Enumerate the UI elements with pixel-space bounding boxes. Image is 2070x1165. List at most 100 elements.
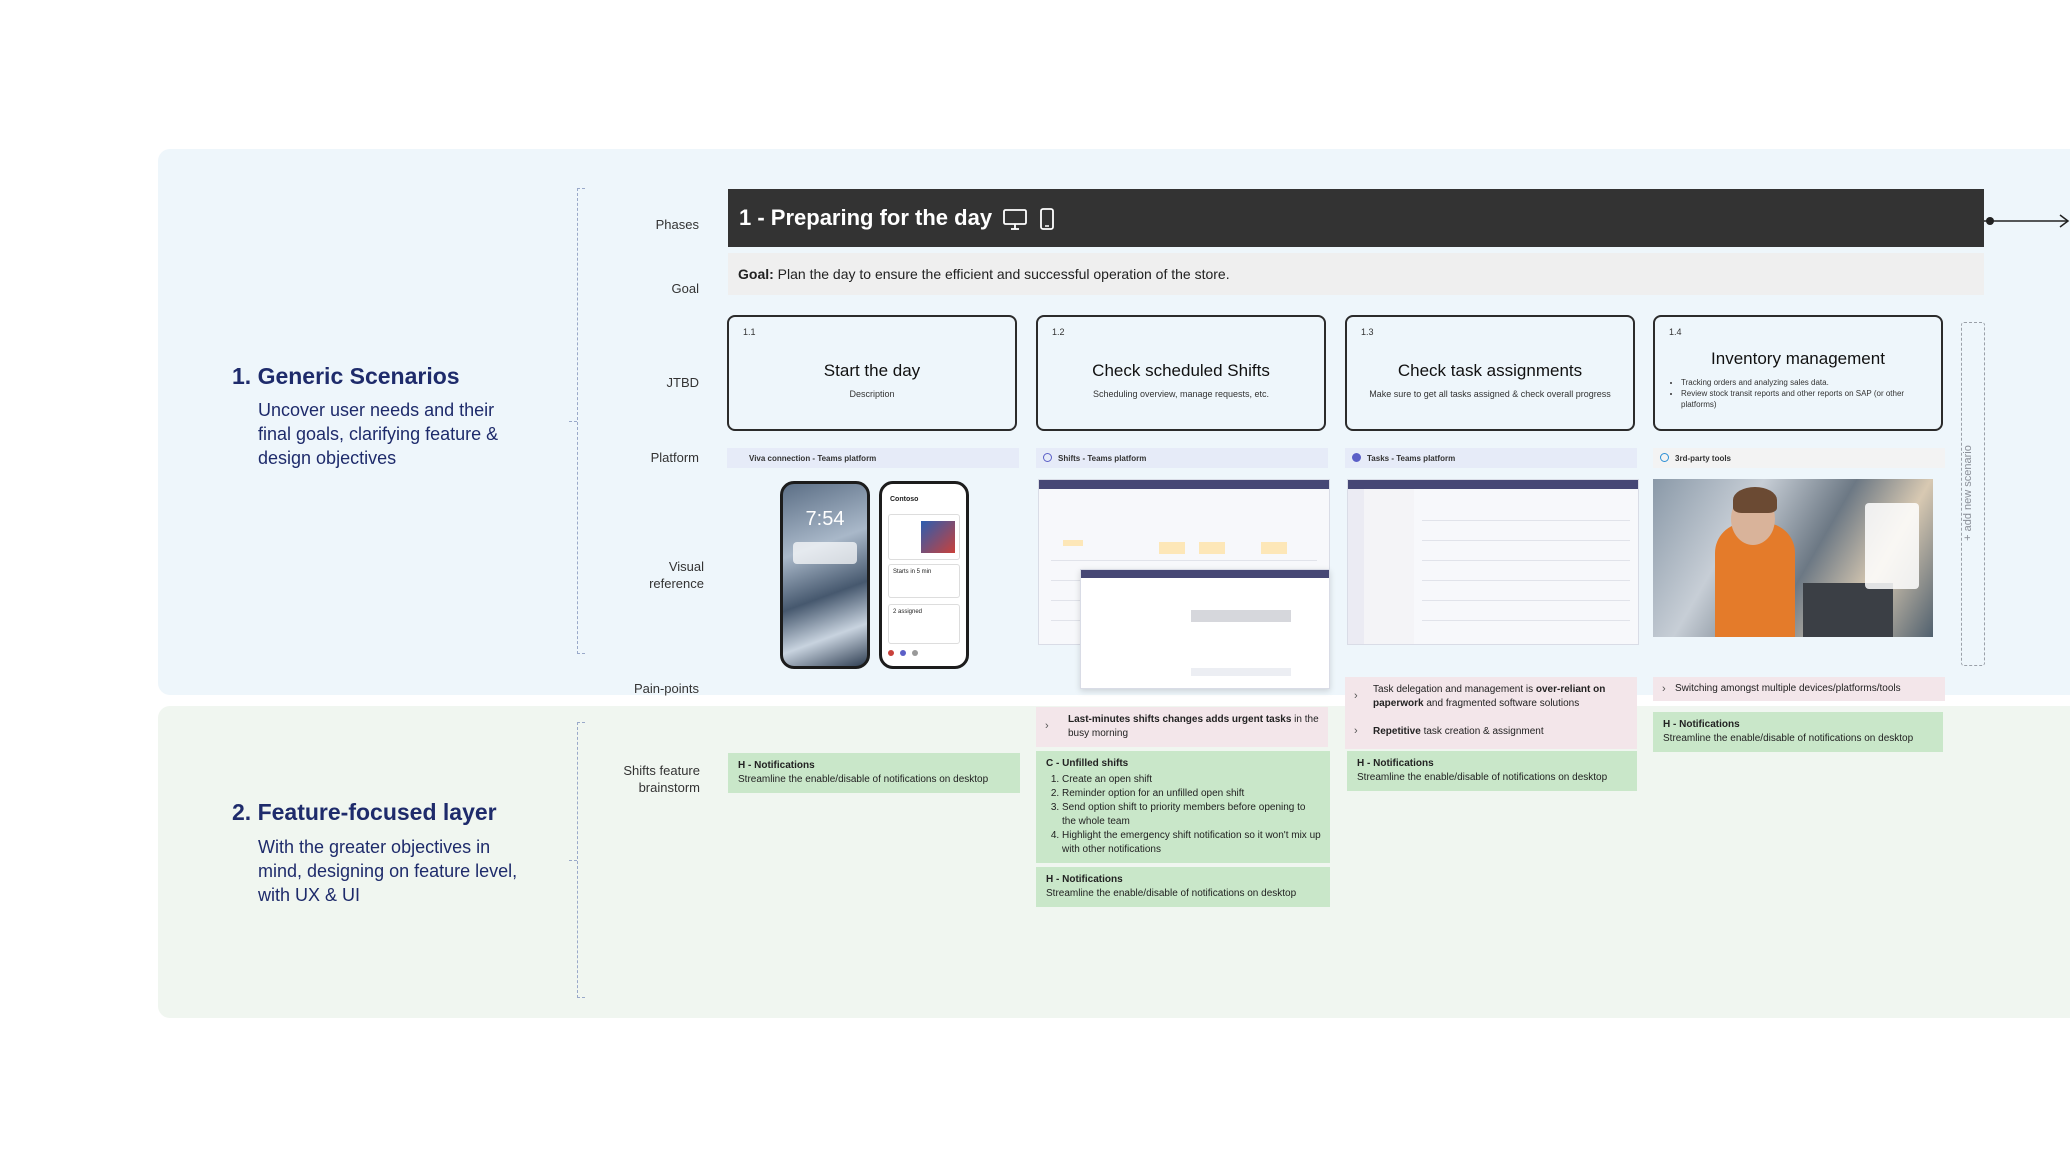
- platform-tag-tasks: Tasks - Teams platform: [1345, 448, 1637, 468]
- layer-2-description: With the greater objectives in mind, des…: [258, 837, 518, 905]
- feature-notifications-col2: H - Notifications Streamline the enable/…: [1036, 867, 1330, 907]
- feature-notifications-col4: H - Notifications Streamline the enable/…: [1653, 712, 1943, 752]
- pain-point-text: task creation & assignment: [1420, 726, 1544, 737]
- row-label-visual: Visual reference: [649, 559, 704, 591]
- tasks-screenshot: [1347, 479, 1639, 645]
- layer-1-number: 1.: [232, 363, 252, 389]
- phone-card: [888, 514, 960, 560]
- row-label-shifts: Shifts feature brainstorm: [623, 763, 700, 795]
- goal-text: Plan the day to ensure the efficient and…: [777, 266, 1230, 282]
- row-label-phases: Phases: [655, 217, 699, 232]
- phone-card: 2 assigned: [888, 604, 960, 644]
- feature-title: H - Notifications: [738, 760, 815, 771]
- feature-text: Streamline the enable/disable of notific…: [1357, 772, 1608, 783]
- phone-lockscreen-image: 7:54: [780, 481, 870, 669]
- platform-tag-shifts: Shifts - Teams platform: [1036, 448, 1328, 468]
- pain-point-shifts: › Last-minutes shifts changes adds urgen…: [1036, 707, 1328, 747]
- list-item: Reminder option for an unfilled open shi…: [1062, 787, 1322, 801]
- jtbd-card-check-tasks[interactable]: 1.3 Check task assignments Make sure to …: [1345, 315, 1635, 431]
- jtbd-title: Inventory management: [1711, 349, 1885, 368]
- feature-title: H - Notifications: [1046, 874, 1123, 885]
- pain-point-tasks: › Task delegation and management is over…: [1345, 677, 1637, 749]
- list-item: Create an open shift: [1062, 773, 1322, 787]
- unfilled-shifts-list: Create an open shift Reminder option for…: [1046, 773, 1322, 857]
- pain-point-third-party: › Switching amongst multiple devices/pla…: [1653, 677, 1945, 701]
- pain-point-bold: Last-minutes shifts changes adds urgent …: [1068, 714, 1292, 725]
- jtbd-bullet: Review stock transit reports and other r…: [1681, 388, 1933, 410]
- feature-text: Streamline the enable/disable of notific…: [1046, 888, 1297, 899]
- row-label-pain: Pain-points: [633, 681, 699, 696]
- goal-label: Goal:: [738, 266, 774, 282]
- row-label-jtbd: JTBD: [666, 375, 700, 390]
- layer-1-title: 1. Generic Scenarios: [232, 363, 460, 390]
- phone-app-name: Contoso: [890, 496, 919, 503]
- desktop-icon: [1003, 209, 1027, 230]
- pain-point-text: Switching amongst multiple devices/platf…: [1675, 683, 1901, 694]
- phone-card-text: Starts in 5 min: [893, 569, 932, 575]
- jtbd-title: Check task assignments: [1397, 361, 1583, 380]
- add-new-scenario-button[interactable]: + add new scenario: [1961, 322, 1985, 666]
- tasks-app-icon: [1352, 453, 1361, 462]
- layer-2-title: 2. Feature-focused layer: [232, 799, 497, 826]
- jtbd-card-start-the-day[interactable]: 1.1 Start the day Description: [727, 315, 1017, 431]
- jtbd-description: Scheduling overview, manage requests, et…: [1092, 389, 1270, 399]
- feature-notifications-col3: H - Notifications Streamline the enable/…: [1347, 751, 1637, 791]
- jtbd-description: Make sure to get all tasks assigned & ch…: [1369, 389, 1611, 399]
- warehouse-worker-photo: [1653, 479, 1933, 637]
- phase-connector-arrow: [1984, 214, 2070, 228]
- platform-label: 3rd-party tools: [1675, 454, 1732, 463]
- phase-title: 1 - Preparing for the day: [739, 205, 993, 230]
- phone-time: 7:54: [805, 508, 845, 530]
- jtbd-bullet: Tracking orders and analyzing sales data…: [1681, 377, 1933, 388]
- jtbd-number: 1.4: [1669, 327, 1682, 337]
- phone-card-text: 2 assigned: [893, 609, 923, 615]
- feature-text: Streamline the enable/disable of notific…: [1663, 733, 1914, 744]
- feature-title: H - Notifications: [1357, 758, 1434, 769]
- third-party-icon: [1660, 453, 1669, 462]
- platform-label: Shifts - Teams platform: [1058, 454, 1147, 463]
- pain-point-text: Task delegation and management is: [1373, 684, 1536, 695]
- pain-point-bold: over-reliant on paperwork: [1373, 684, 1606, 709]
- phone-card: Starts in 5 min: [888, 564, 960, 598]
- platform-tag-viva: Viva connection - Teams platform: [727, 448, 1019, 468]
- pain-point-text: in the busy morning: [1068, 714, 1319, 739]
- pain-point-text: and fragmented software solutions: [1423, 698, 1580, 709]
- jtbd-description: Description: [849, 389, 895, 399]
- jtbd-bullets: Tracking orders and analyzing sales data…: [1667, 377, 1933, 410]
- layer-2-title-text: Feature-focused layer: [257, 799, 497, 825]
- shifts-dialog-screenshot: [1080, 569, 1330, 689]
- feature-title: C - Unfilled shifts: [1046, 758, 1129, 769]
- feature-notifications-col1: H - Notifications Streamline the enable/…: [728, 753, 1020, 793]
- jtbd-number: 1.3: [1361, 327, 1374, 337]
- pain-point-bold: Repetitive: [1373, 726, 1421, 737]
- jtbd-number: 1.1: [743, 327, 756, 337]
- jtbd-card-check-shifts[interactable]: 1.2 Check scheduled Shifts Scheduling ov…: [1036, 315, 1326, 431]
- list-item: Highlight the emergency shift notificati…: [1062, 829, 1322, 857]
- platform-label: Tasks - Teams platform: [1367, 454, 1456, 463]
- phone-tabbar: [888, 650, 960, 658]
- list-item: Send option shift to priority members be…: [1062, 801, 1322, 829]
- jtbd-number: 1.2: [1052, 327, 1065, 337]
- platform-tag-third-party: 3rd-party tools: [1653, 448, 1945, 468]
- layer-1-title-text: Generic Scenarios: [257, 363, 460, 389]
- phone-app-image: Contoso Starts in 5 min 2 assigned: [879, 481, 969, 669]
- layer-1-bracket: [569, 188, 586, 654]
- platform-label: Viva connection - Teams platform: [749, 454, 877, 463]
- feature-text: Streamline the enable/disable of notific…: [738, 774, 989, 785]
- teams-app-icon: [1043, 453, 1052, 462]
- layer-2-number: 2.: [232, 799, 252, 825]
- phase-bar: 1 - Preparing for the day: [728, 189, 1984, 247]
- add-new-scenario-label: + add new scenario: [1962, 445, 1974, 541]
- jtbd-card-inventory[interactable]: 1.4 Inventory management Tracking orders…: [1653, 315, 1943, 431]
- row-label-goal: Goal: [671, 281, 699, 296]
- layer-2-bracket: [569, 722, 586, 998]
- phone-card-photo: [921, 521, 955, 553]
- row-label-platform: Platform: [650, 450, 699, 465]
- feature-unfilled-shifts: C - Unfilled shifts Create an open shift…: [1036, 751, 1330, 863]
- phone-notification: [793, 542, 857, 564]
- jtbd-title: Start the day: [823, 361, 921, 380]
- goal-bar: Goal: Plan the day to ensure the efficie…: [728, 253, 1984, 295]
- feature-title: H - Notifications: [1663, 719, 1740, 730]
- jtbd-title: Check scheduled Shifts: [1092, 361, 1270, 380]
- mobile-icon: [1040, 208, 1054, 230]
